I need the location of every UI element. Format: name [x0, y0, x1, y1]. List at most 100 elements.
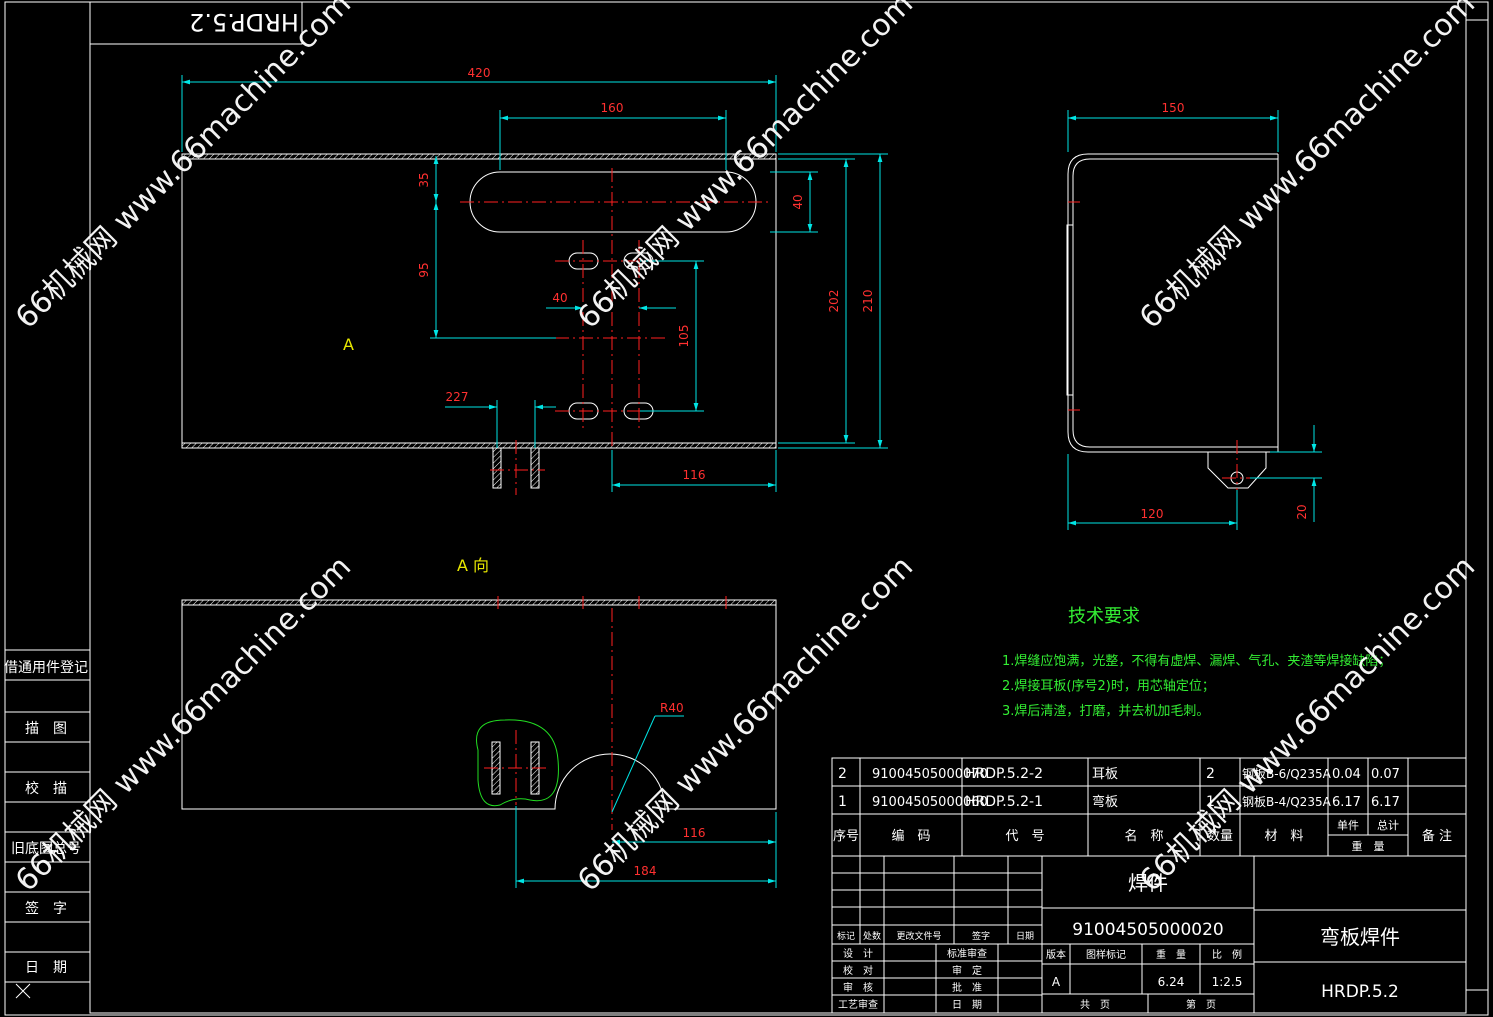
strip-label-4: 旧底图总号 [11, 841, 81, 857]
svg-text:工艺审查: 工艺审查 [838, 998, 878, 1011]
svg-text:2: 2 [1206, 766, 1215, 782]
strip-label-5: 签 字 [25, 900, 67, 917]
bottom-dimensions: 116 184 [515, 806, 777, 888]
svg-text:审 定: 审 定 [952, 964, 982, 977]
svg-text:HRDP.5.2-2: HRDP.5.2-2 [965, 766, 1043, 782]
svg-text:编 码: 编 码 [891, 829, 930, 844]
svg-text:序号: 序号 [833, 829, 859, 844]
svg-text:材 料: 材 料 [1264, 829, 1303, 844]
tech-item-3: 3.焊后清渣，打磨，并去机加毛刺。 [1002, 703, 1209, 719]
strip-label-1: 借通用件登记 [4, 660, 88, 676]
svg-text:91004505000060: 91004505000060 [872, 795, 988, 810]
svg-text:日期: 日期 [1016, 931, 1034, 942]
strip-label-2: 描 图 [25, 721, 67, 737]
svg-text:数量: 数量 [1207, 829, 1233, 844]
cross-mark-icon [15, 983, 31, 999]
dim-116-front: 116 [683, 468, 706, 482]
watermark-6: 66机械网 www.66machine.com [1133, 549, 1482, 898]
svg-text:1: 1 [1206, 794, 1215, 810]
svg-text:弯板: 弯板 [1092, 794, 1118, 810]
title-version: A [1052, 975, 1061, 989]
svg-text:总计: 总计 [1377, 818, 1399, 832]
view-label-a: A [343, 335, 354, 354]
tech-item-1: 1.焊缝应饱满，光整，不得有虚焊、漏焊、气孔、夹渣等焊接缺陷； [1002, 653, 1391, 669]
svg-text:签字: 签字 [972, 930, 990, 942]
svg-text:单件: 单件 [1337, 819, 1359, 832]
front-dimensions: 420 160 35 40 95 40 105 202 210 227 [181, 66, 888, 492]
dim-150: 150 [1162, 101, 1185, 115]
svg-text:91004505000070: 91004505000070 [872, 767, 988, 782]
svg-text:共 页: 共 页 [1080, 999, 1110, 1011]
title-weight: 6.24 [1158, 975, 1185, 989]
title-code: 91004505000020 [1072, 920, 1223, 940]
title-scale: 1:2.5 [1212, 975, 1243, 989]
watermark-1: 66机械网 www.66machine.com [9, 0, 358, 336]
svg-text:审 核: 审 核 [843, 981, 873, 994]
svg-text:设 计: 设 计 [843, 947, 873, 960]
svg-text:标记: 标记 [837, 930, 855, 942]
tech-title: 技术要求 [1068, 606, 1140, 627]
svg-text:0.07: 0.07 [1371, 767, 1400, 782]
parts-row-1: 1 91004505000060 HRDP.5.2-1 弯板 1 钢板B-4/Q… [838, 794, 1400, 810]
watermark-3: 66机械网 www.66machine.com [1133, 0, 1482, 336]
svg-text:耳板: 耳板 [1092, 767, 1118, 782]
svg-text:代 号: 代 号 [1005, 829, 1044, 844]
svg-text:图样标记: 图样标记 [1086, 948, 1126, 961]
dim-r40: R40 [660, 701, 684, 715]
side-view [1066, 153, 1279, 495]
view-label-a-dir: A 向 [457, 556, 489, 575]
dim-160: 160 [601, 101, 624, 115]
dim-202: 202 [827, 290, 841, 313]
svg-text:钢板B-6/Q235A: 钢板B-6/Q235A [1242, 767, 1332, 781]
svg-text:比 例: 比 例 [1212, 948, 1242, 961]
svg-text:第 页: 第 页 [1186, 998, 1216, 1011]
sheet-frame [4, 1, 1489, 1016]
dim-20: 20 [1295, 504, 1309, 519]
svg-text:2: 2 [838, 766, 847, 782]
svg-text:日 期: 日 期 [952, 999, 982, 1011]
svg-text:备 注: 备 注 [1422, 828, 1452, 844]
svg-text:重 量: 重 量 [1156, 948, 1186, 961]
svg-text:标准审查: 标准审查 [947, 947, 987, 960]
svg-text:版本: 版本 [1046, 948, 1066, 961]
dim-116-bottom: 116 [683, 826, 706, 840]
dim-227: 227 [446, 390, 469, 404]
title-name: 弯板焊件 [1320, 925, 1400, 949]
left-strip: 借通用件登记 描 图 校 描 旧底图总号 签 字 日 期 [4, 649, 90, 999]
svg-text:钢板B-4/Q235A: 钢板B-4/Q235A [1242, 795, 1332, 809]
svg-text:更改文件号: 更改文件号 [896, 930, 941, 942]
dim-105: 105 [677, 325, 691, 348]
dim-210: 210 [861, 290, 875, 313]
strip-label-6: 日 期 [25, 960, 67, 976]
strip-label-3: 校 描 [25, 780, 67, 797]
dim-95: 95 [417, 262, 431, 277]
tech-requirements: 技术要求 1.焊缝应饱满，光整，不得有虚焊、漏焊、气孔、夹渣等焊接缺陷； 2.焊… [1002, 606, 1391, 719]
svg-text:HRDP.5.2-1: HRDP.5.2-1 [965, 794, 1043, 810]
dim-184: 184 [634, 864, 657, 878]
title-drawing-no: HRDP.5.2 [1321, 982, 1399, 1002]
svg-text:名 称: 名 称 [1124, 828, 1163, 844]
svg-text:0.04: 0.04 [1332, 767, 1361, 782]
svg-text:6.17: 6.17 [1332, 795, 1361, 810]
svg-text:1: 1 [838, 794, 847, 810]
parts-row-2: 2 91004505000070 HRDP.5.2-2 耳板 2 钢板B-6/Q… [838, 766, 1400, 782]
title-block: 标记 处数 更改文件号 签字 日期 设 计 校 对 审 核 工艺审查 标准审查 … [831, 855, 1467, 1014]
side-dimensions: 150 120 20 [1067, 101, 1322, 530]
parts-header: 序号 编 码 代 号 名 称 数量 材 料 单件 总计 重 量 备 注 [833, 818, 1452, 853]
title-type: 焊件 [1128, 871, 1168, 895]
mirrored-drawing-code: HRDP.5.2 [189, 8, 299, 36]
dim-40b: 40 [552, 291, 567, 305]
tech-item-2: 2.焊接耳板(序号2)时，用芯轴定位； [1002, 678, 1215, 694]
parts-list: 2 91004505000070 HRDP.5.2-2 耳板 2 钢板B-6/Q… [831, 757, 1467, 857]
svg-text:校 对: 校 对 [843, 964, 873, 977]
mirrored-code-box: HRDP.5.2 [89, 1, 303, 45]
watermark-2: 66机械网 www.66machine.com [571, 0, 920, 336]
dim-120: 120 [1141, 507, 1164, 521]
dim-40: 40 [791, 194, 805, 209]
watermarks: 66机械网 www.66machine.com 66机械网 www.66mach… [9, 0, 1482, 899]
svg-text:批 准: 批 准 [952, 981, 982, 994]
bottom-view: A 向 R40 [181, 556, 777, 830]
svg-text:6.17: 6.17 [1371, 795, 1400, 810]
dim-420: 420 [468, 66, 491, 80]
